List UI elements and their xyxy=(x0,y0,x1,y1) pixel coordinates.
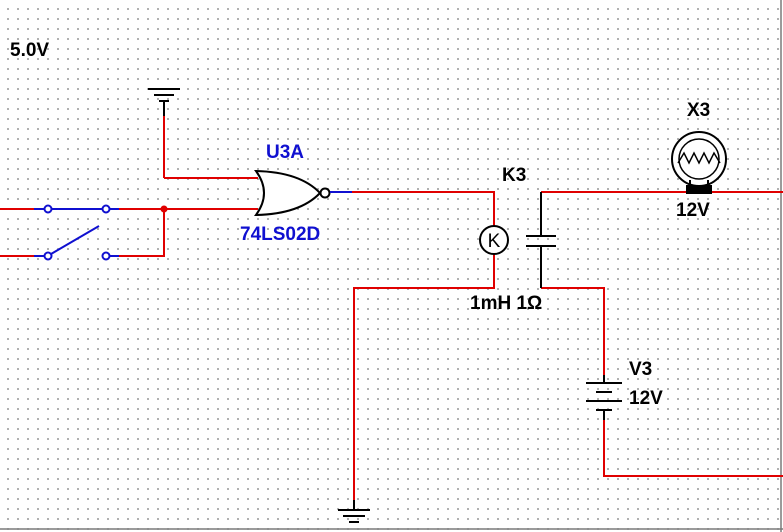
relay-contact[interactable] xyxy=(526,192,556,288)
battery-value-label: 12V xyxy=(629,388,663,409)
wire-switch-join[interactable] xyxy=(119,209,165,257)
ground-symbol-bottom[interactable] xyxy=(338,500,370,523)
wires[interactable] xyxy=(0,116,783,500)
wire-relay-to-ground[interactable] xyxy=(353,252,495,500)
wire-battery-return[interactable] xyxy=(603,420,783,477)
nor-gate[interactable] xyxy=(254,169,352,217)
lamp-rating-label: 12V xyxy=(676,200,710,221)
lamp[interactable] xyxy=(671,131,727,194)
gate-part-label: 74LS02D xyxy=(240,224,320,245)
coil-k-icon: K xyxy=(488,231,501,252)
battery[interactable] xyxy=(586,375,622,420)
relay-coil[interactable]: K xyxy=(479,225,509,255)
switch-closed[interactable] xyxy=(34,204,119,214)
gate-ref-label: U3A xyxy=(266,142,304,163)
junction-dot xyxy=(160,205,168,213)
battery-ref-label: V3 xyxy=(629,359,652,380)
relay-ref-label: K3 xyxy=(502,165,526,186)
vcc-label: 5.0V xyxy=(10,40,49,61)
switch-open[interactable] xyxy=(34,225,119,261)
wire-contact-to-battery[interactable] xyxy=(541,287,605,375)
wire-gate-output-to-relay[interactable] xyxy=(352,191,495,228)
lamp-ref-label: X3 xyxy=(687,100,710,121)
ground-symbol-top[interactable] xyxy=(148,88,180,116)
relay-specs-label: 1mH 1Ω xyxy=(470,293,542,314)
